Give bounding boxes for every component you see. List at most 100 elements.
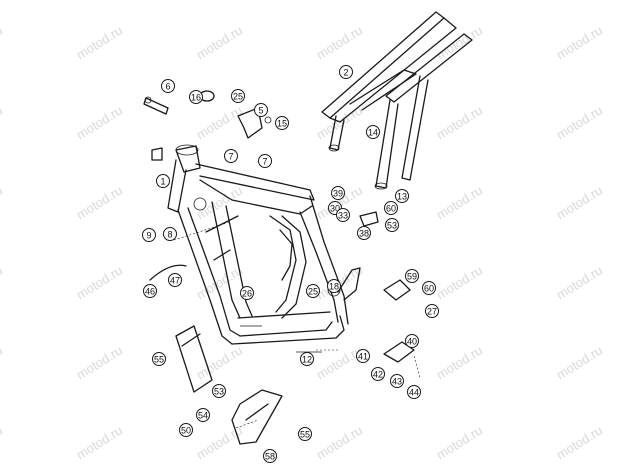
callout-number: 38 — [359, 229, 369, 239]
callout-15: 15 — [275, 116, 289, 130]
callout-circle — [395, 189, 409, 203]
callout-18: 18 — [327, 279, 341, 293]
watermark-text: motod.ru — [554, 263, 605, 303]
callout-number: 6 — [165, 82, 170, 92]
watermark-text: motod.ru — [434, 423, 485, 463]
callout-number: 2 — [343, 68, 348, 78]
watermark-text: motod.ru — [314, 23, 365, 63]
callout-54: 54 — [196, 408, 210, 422]
callout-number: 39 — [333, 189, 343, 199]
watermark-text: motod.ru — [314, 423, 365, 463]
callout-number: 7 — [262, 157, 267, 167]
main-frame-drawing — [167, 144, 361, 353]
watermark-text: motod.ru — [434, 103, 485, 143]
subframe-drawing — [321, 11, 473, 190]
callout-circle — [254, 103, 268, 117]
callout-circle — [366, 125, 380, 139]
callout-1: 1 — [156, 174, 170, 188]
callout-number: 14 — [368, 128, 378, 138]
watermark-text: motod.ru — [434, 183, 485, 223]
watermark-text: motod.ru — [74, 263, 125, 303]
callout-circle — [142, 228, 156, 242]
callout-circle — [300, 352, 314, 366]
callout-7: 7 — [224, 149, 238, 163]
callout-39: 39 — [331, 186, 345, 200]
callout-circle — [298, 427, 312, 441]
watermark-text: motod.ru — [194, 103, 245, 143]
callout-53: 53 — [212, 384, 226, 398]
callout-circle — [407, 385, 421, 399]
callout-circle — [163, 227, 177, 241]
callout-circle — [212, 384, 226, 398]
watermark-text: motod.ru — [554, 23, 605, 63]
callout-13: 13 — [395, 189, 409, 203]
callout-47: 47 — [168, 273, 182, 287]
watermark-text: motod.ru — [0, 183, 5, 223]
watermark-text: motod.ru — [74, 423, 125, 463]
callout-number: 53 — [214, 387, 224, 397]
callout-number: 60 — [424, 284, 434, 294]
watermark-text: motod.ru — [554, 423, 605, 463]
callout-circle — [336, 208, 350, 222]
callout-41: 41 — [356, 349, 370, 363]
callout-number: 8 — [167, 230, 172, 240]
watermark-text: motod.ru — [0, 263, 5, 303]
callout-46: 46 — [143, 284, 157, 298]
callout-8: 8 — [163, 227, 177, 241]
callout-number: 54 — [198, 411, 208, 421]
callout-number: 59 — [407, 272, 417, 282]
callout-7: 7 — [258, 154, 272, 168]
callout-43: 43 — [390, 374, 404, 388]
callout-circle — [357, 226, 371, 240]
callout-25: 25 — [231, 89, 245, 103]
callout-number: 58 — [265, 452, 275, 462]
callout-circle — [331, 186, 345, 200]
callout-38: 38 — [357, 226, 371, 240]
watermark-text: motod.ru — [554, 343, 605, 383]
callout-number: 46 — [145, 287, 155, 297]
callout-number: 30 — [330, 204, 340, 214]
callout-circle — [156, 174, 170, 188]
callout-number: 25 — [233, 92, 243, 102]
callout-number: 26 — [242, 289, 252, 299]
callout-6: 6 — [161, 79, 175, 93]
callout-circle — [168, 273, 182, 287]
callout-number: 25 — [308, 287, 318, 297]
callout-circle — [263, 449, 277, 463]
watermark-text: motod.ru — [434, 263, 485, 303]
callout-55: 55 — [152, 352, 166, 366]
watermark-text: motod.ru — [554, 103, 605, 143]
callout-12: 12 — [300, 352, 314, 366]
callout-circle — [327, 279, 341, 293]
watermark-text: motod.ru — [0, 423, 5, 463]
watermark-text: motod.ru — [194, 23, 245, 63]
callout-circle — [306, 284, 320, 298]
callout-circle — [390, 374, 404, 388]
callout-circle — [258, 154, 272, 168]
watermark-text: motod.ru — [0, 23, 5, 63]
callout-60: 60 — [384, 201, 398, 215]
callout-16: 16 — [189, 90, 203, 104]
callout-number: 43 — [392, 377, 402, 387]
callout-circle — [143, 284, 157, 298]
watermark-text: motod.ru — [74, 23, 125, 63]
callout-number: 15 — [277, 119, 287, 129]
callout-5: 5 — [254, 103, 268, 117]
callout-60: 60 — [422, 281, 436, 295]
callout-27: 27 — [425, 304, 439, 318]
small-parts-drawing — [143, 90, 421, 445]
watermark-text: motod.ru — [194, 263, 245, 303]
callout-circle — [422, 281, 436, 295]
callout-44: 44 — [407, 385, 421, 399]
callout-number: 50 — [181, 426, 191, 436]
callout-number: 40 — [407, 337, 417, 347]
watermark-text: motod.ru — [74, 103, 125, 143]
watermark-text: motod.ru — [74, 183, 125, 223]
callout-number: 13 — [397, 192, 407, 202]
callout-25: 25 — [306, 284, 320, 298]
callout-number: 55 — [300, 430, 310, 440]
callout-number: 5 — [258, 106, 263, 116]
callout-42: 42 — [371, 367, 385, 381]
